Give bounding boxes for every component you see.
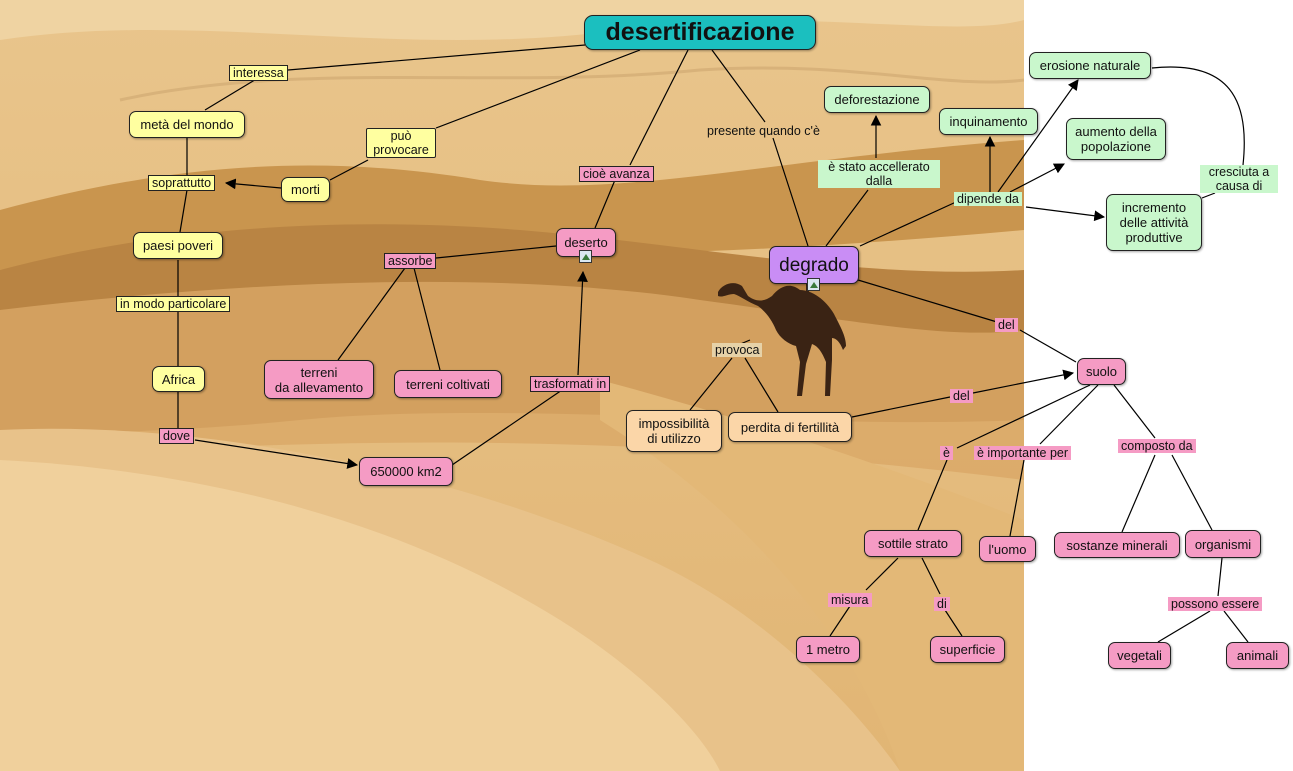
link-soprattutto[interactable]: soprattutto (148, 175, 216, 191)
concept-erosione-naturale[interactable]: erosione naturale (1029, 52, 1151, 79)
concept-incremento-attivita-produttive[interactable]: incremento delle attività produttive (1106, 194, 1202, 251)
concept-luomo[interactable]: l'uomo (979, 536, 1036, 562)
image-attachment-icon[interactable] (807, 278, 820, 291)
concept-superficie[interactable]: superficie (930, 636, 1005, 663)
concept-deserto[interactable]: deserto (556, 228, 616, 257)
concept-inquinamento[interactable]: inquinamento (939, 108, 1038, 135)
link-misura[interactable]: misura (828, 593, 872, 607)
link-in-modo-particolare[interactable]: in modo particolare (116, 296, 231, 312)
concept-morti[interactable]: morti (281, 177, 330, 202)
link-provoca[interactable]: provoca (712, 343, 763, 357)
link-del-degrado-suolo[interactable]: del (995, 318, 1018, 332)
link-cioe-avanza[interactable]: cioè avanza (579, 166, 654, 182)
link-e-importante-per[interactable]: è importante per (974, 446, 1072, 460)
concept-terreni-coltivati[interactable]: terreni coltivati (394, 370, 502, 398)
concept-impossibilita-di-utilizzo[interactable]: impossibilità di utilizzo (626, 410, 722, 452)
link-e-stato-accelerato-dalla[interactable]: è stato accellerato dalla (818, 160, 940, 188)
link-possono-essere[interactable]: possono essere (1168, 597, 1263, 611)
concept-deforestazione[interactable]: deforestazione (824, 86, 930, 113)
link-composto-da[interactable]: composto da (1118, 439, 1196, 453)
concept-perdita-di-fertilita[interactable]: perdita di fertillità (728, 412, 852, 442)
concept-terreni-da-allevamento[interactable]: terreni da allevamento (264, 360, 374, 399)
link-dipende-da[interactable]: dipende da (954, 192, 1022, 206)
concept-650000-km2[interactable]: 650000 km2 (359, 457, 453, 486)
concept-sottile-strato[interactable]: sottile strato (864, 530, 962, 557)
concept-organismi[interactable]: organismi (1185, 530, 1261, 558)
link-puo-provocare[interactable]: può provocare (366, 128, 436, 158)
link-del-perdita-suolo[interactable]: del (950, 389, 973, 403)
concept-1-metro[interactable]: 1 metro (796, 636, 860, 663)
link-interessa[interactable]: interessa (229, 65, 288, 81)
concept-sostanze-minerali[interactable]: sostanze minerali (1054, 532, 1180, 558)
concept-animali[interactable]: animali (1226, 642, 1289, 669)
concept-suolo[interactable]: suolo (1077, 358, 1126, 385)
link-trasformati-in[interactable]: trasformati in (530, 376, 611, 392)
desert-background-image (0, 0, 1024, 771)
concept-aumento-della-popolazione[interactable]: aumento della popolazione (1066, 118, 1166, 160)
concept-meta-del-mondo[interactable]: metà del mondo (129, 111, 245, 138)
image-attachment-icon[interactable] (579, 250, 592, 263)
link-presente-quando-ce[interactable]: presente quando c'è (707, 124, 820, 138)
link-di[interactable]: di (934, 597, 950, 611)
concept-africa[interactable]: Africa (152, 366, 205, 392)
concept-vegetali[interactable]: vegetali (1108, 642, 1171, 669)
link-e[interactable]: è (940, 446, 953, 460)
link-cresciuta-a-causa-di[interactable]: cresciuta a causa di (1200, 165, 1278, 193)
concept-paesi-poveri[interactable]: paesi poveri (133, 232, 223, 259)
link-dove[interactable]: dove (159, 428, 195, 444)
link-assorbe[interactable]: assorbe (384, 253, 437, 269)
concept-desertificazione[interactable]: desertificazione (584, 15, 816, 50)
